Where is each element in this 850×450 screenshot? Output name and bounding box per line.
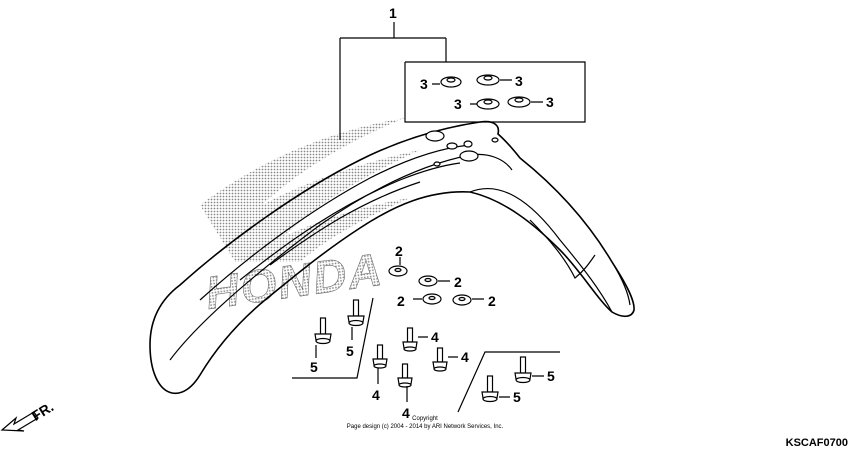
grommet-group: 3 3 3 3 bbox=[404, 61, 586, 123]
honda-logo-text: HONDA bbox=[202, 243, 386, 319]
front-fender bbox=[149, 120, 635, 395]
copyright-notice: Copyright Page design (c) 2004 - 2014 by… bbox=[347, 416, 504, 430]
svg-text:5: 5 bbox=[547, 368, 555, 384]
svg-text:4: 4 bbox=[431, 329, 439, 345]
svg-text:3: 3 bbox=[546, 94, 554, 110]
front-arrow-icon: FR. bbox=[0, 398, 56, 432]
honda-wing-logo bbox=[200, 118, 420, 262]
callout-1: 1 bbox=[339, 5, 447, 140]
svg-text:4: 4 bbox=[402, 405, 410, 421]
svg-text:5: 5 bbox=[346, 343, 354, 359]
svg-text:3: 3 bbox=[515, 73, 523, 89]
washer-group: 2 2 2 2 bbox=[388, 243, 496, 309]
svg-text:Page design (c) 2004 - 2014 by: Page design (c) 2004 - 2014 by ARI Netwo… bbox=[347, 424, 504, 430]
svg-text:5: 5 bbox=[310, 359, 318, 375]
svg-text:4: 4 bbox=[461, 349, 469, 365]
svg-text:2: 2 bbox=[454, 274, 462, 290]
diagram-code: KSCAF0700 bbox=[786, 437, 848, 449]
svg-text:2: 2 bbox=[397, 293, 405, 309]
svg-text:1: 1 bbox=[389, 5, 397, 21]
svg-text:Copyright: Copyright bbox=[412, 416, 438, 422]
svg-text:5: 5 bbox=[513, 389, 521, 405]
bolt-group-5-right: 5 5 bbox=[457, 351, 560, 413]
bolt-group-4: 4 4 4 4 bbox=[372, 327, 469, 421]
svg-text:3: 3 bbox=[454, 96, 462, 112]
svg-text:4: 4 bbox=[372, 387, 380, 403]
svg-text:2: 2 bbox=[395, 243, 403, 259]
svg-text:3: 3 bbox=[420, 76, 428, 92]
bolt-group-5-left: 5 5 bbox=[292, 297, 374, 379]
svg-text:2: 2 bbox=[488, 293, 496, 309]
